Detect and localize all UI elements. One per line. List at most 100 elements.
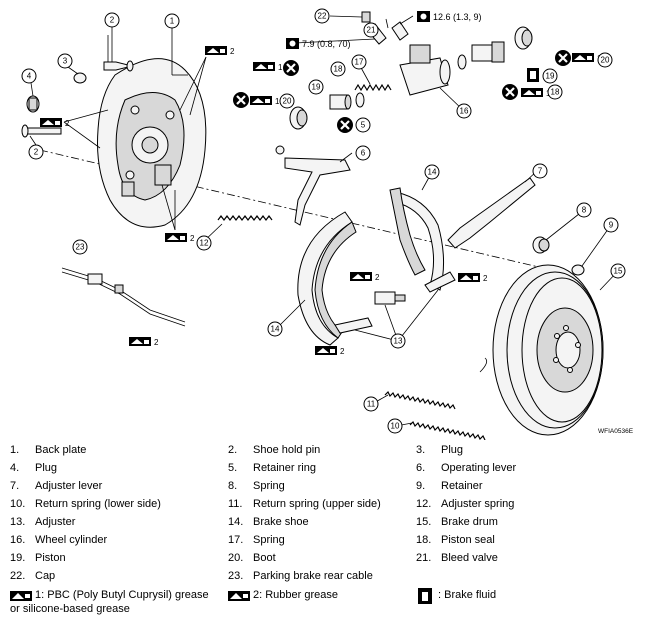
svg-text:2: 2 — [65, 119, 70, 128]
plug-3 — [73, 72, 87, 84]
operating-lever — [284, 157, 351, 226]
callout-14: 14 — [424, 164, 440, 180]
callout-7: 7 — [532, 163, 548, 179]
legend-row: 19.Piston 20.Boot 21.Bleed valve — [0, 549, 645, 567]
svg-text:14: 14 — [271, 325, 280, 334]
grease-mark: 1 — [253, 62, 283, 72]
legend-label: Return spring (upper side) — [253, 498, 381, 510]
legend-label: Return spring (lower side) — [35, 498, 161, 510]
grease-mark: 2 — [205, 46, 235, 56]
retainer-ring-part — [275, 145, 285, 155]
figure-id: WFIA0536E — [598, 428, 634, 435]
retainer-9 — [571, 264, 585, 276]
svg-text:2: 2 — [110, 16, 115, 25]
legend-label: Operating lever — [441, 462, 517, 474]
callout-3: 3 — [57, 53, 73, 69]
legend-label: Plug — [35, 462, 58, 474]
callout-10: 10 — [387, 418, 403, 434]
svg-text:2: 2 — [375, 273, 380, 282]
return-spring-upper — [384, 390, 456, 410]
callout-20: 20 — [279, 93, 295, 109]
svg-text:1: 1 — [170, 17, 175, 26]
svg-text:8: 8 — [582, 206, 587, 215]
callout-14: 14 — [267, 321, 283, 337]
grease-mark: 1 — [521, 88, 551, 98]
svg-text:10: 10 — [391, 422, 400, 431]
svg-text:1: 1 — [278, 63, 283, 72]
legend-row: 7.Adjuster lever 8.Spring 9.Retainer — [0, 477, 645, 495]
svg-text:3: 3 — [63, 57, 68, 66]
callout-21: 21 — [363, 22, 379, 38]
piston-seal-right — [457, 54, 467, 70]
callout-8: 8 — [576, 202, 592, 218]
grease-mark: 1 — [572, 53, 602, 63]
svg-text:18: 18 — [551, 88, 560, 97]
legend-label: Bleed valve — [441, 552, 498, 564]
callout-22: 22 — [314, 8, 330, 24]
plug-4 — [26, 95, 40, 113]
callout-18: 18 — [330, 61, 346, 77]
legend-label: Adjuster lever — [35, 480, 103, 492]
pbc-grease-note-cont: or silicone-based grease — [10, 603, 130, 615]
svg-text:17: 17 — [355, 58, 364, 67]
spring-8 — [532, 236, 550, 254]
legend-row: 4.Plug 5.Retainer ring 6.Operating lever — [0, 459, 645, 477]
legend-label: Parking brake rear cable — [253, 570, 373, 582]
brake-drum — [492, 264, 604, 436]
legend-label: Back plate — [35, 444, 87, 456]
pbc-grease-note: 1: PBC (Poly Butyl Cuprysil) grease — [35, 589, 209, 601]
callout-4: 4 — [21, 68, 37, 84]
parking-brake-cable — [61, 267, 186, 327]
brake-fluid-note: : Brake fluid — [438, 589, 497, 601]
wheel-cylinder-torque: 7.9 (0.8, 70) — [302, 39, 351, 49]
svg-text:21: 21 — [367, 26, 376, 35]
callout-6: 6 — [355, 145, 371, 161]
piston-left — [329, 94, 352, 110]
cap-part — [361, 11, 371, 23]
grease-mark: 2 — [315, 346, 345, 356]
svg-text:19: 19 — [546, 72, 555, 81]
legend-label: Brake drum — [441, 516, 498, 528]
exploded-brake-diagram: 2 2 2 2 2 2 2 1 1 1 1 12.6 (1.3, 9) 7.9 … — [21, 8, 634, 440]
grease-mark: 2 — [165, 233, 195, 243]
svg-text:1: 1 — [275, 97, 280, 106]
legend-label: Plug — [441, 444, 464, 456]
bleed-valve-part-2 — [391, 21, 409, 41]
grease-icon — [228, 591, 250, 601]
svg-text:2: 2 — [483, 274, 488, 283]
svg-text:18: 18 — [334, 65, 343, 74]
svg-text:15: 15 — [614, 267, 623, 276]
callout-12: 12 — [196, 235, 212, 251]
svg-text:20: 20 — [601, 56, 610, 65]
legend-label: Retainer — [441, 480, 483, 492]
adjuster-lever — [447, 177, 536, 249]
return-spring-lower — [409, 420, 486, 440]
boot-left — [289, 106, 308, 130]
callout-17: 17 — [351, 54, 367, 70]
svg-text:2: 2 — [34, 148, 39, 157]
svg-text:12: 12 — [200, 239, 209, 248]
svg-text:6: 6 — [361, 149, 366, 158]
svg-text:9: 9 — [609, 221, 614, 230]
torque-icon — [417, 11, 430, 22]
svg-text:23: 23 — [76, 243, 85, 252]
legend-row: 22.Cap 23.Parking brake rear cable — [0, 567, 645, 585]
prohibition-icon — [553, 48, 573, 68]
torque-icon — [286, 38, 299, 49]
brake-shoe-front — [297, 211, 357, 346]
svg-text:7: 7 — [538, 167, 543, 176]
svg-text:22: 22 — [318, 12, 327, 21]
brake-shoe-rear — [389, 187, 445, 291]
prohibition-icon — [231, 90, 251, 110]
legend-label: Spring — [253, 534, 285, 546]
shoe-hold-pin-bottom — [21, 124, 62, 138]
callout-15: 15 — [610, 263, 626, 279]
adjuster — [334, 271, 456, 334]
legend-label: Piston — [35, 552, 66, 564]
legend-label: Adjuster spring — [441, 498, 515, 510]
callout-13: 13 — [390, 333, 406, 349]
piston-seal-left — [355, 92, 365, 108]
svg-text:13: 13 — [394, 337, 403, 346]
svg-text:20: 20 — [283, 97, 292, 106]
legend-label: Cap — [35, 570, 56, 582]
